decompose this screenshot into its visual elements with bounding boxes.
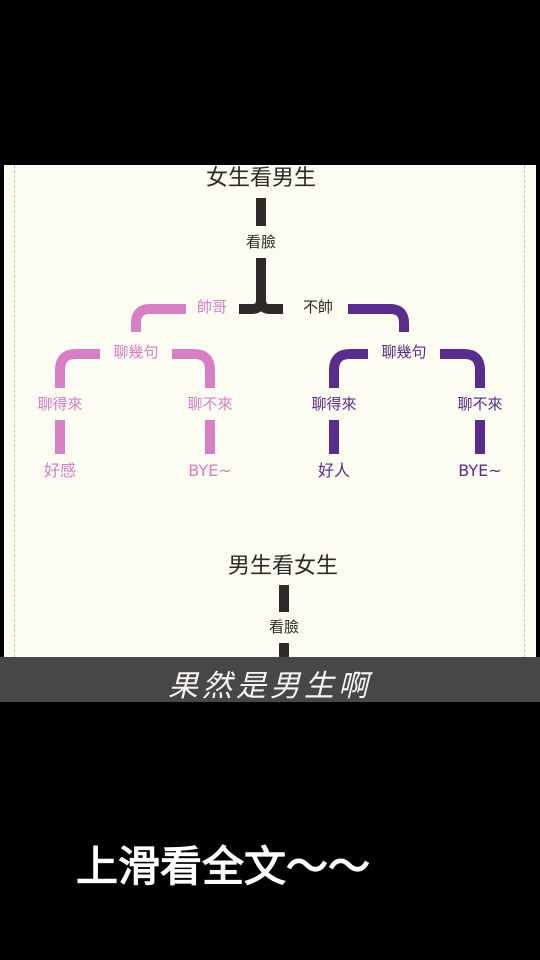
not-handsome-left-condition: 聊得來 (311, 395, 357, 413)
not-handsome-connector (348, 304, 409, 332)
caption-banner-text: 果然是男生啊 (168, 669, 372, 704)
not-handsome-label: 不帥 (302, 298, 334, 316)
top-root-label: 女生看男生 (205, 166, 317, 191)
handsome-left-outcome: 好感 (43, 461, 77, 480)
swipe-up-prompt[interactable]: 上滑看全文～～ (76, 842, 371, 891)
caption-banner (0, 657, 540, 702)
top-look-label: 看臉 (245, 233, 277, 251)
handsome-label: 帥哥 (196, 298, 228, 316)
trunk-fork (239, 299, 283, 314)
not-handsome-chat-label: 聊幾句 (381, 343, 427, 361)
not-handsome-right-outcome: BYE~ (458, 461, 502, 480)
handsome-chat-label: 聊幾句 (113, 343, 159, 361)
panel-left-dashed-border (14, 165, 15, 657)
handsome-right-outcome: BYE~ (188, 461, 232, 480)
handsome-chat-right (172, 349, 215, 388)
diagram-panel (4, 165, 536, 657)
bottom-root-label: 男生看女生 (227, 554, 339, 579)
not-handsome-right-condition: 聊不來 (457, 395, 503, 413)
panel-right-dashed-border (524, 165, 525, 657)
not-handsome-left-outcome: 好人 (317, 461, 351, 480)
not-handsome-chat-left (329, 349, 368, 388)
handsome-chat-left (55, 349, 100, 388)
handsome-left-condition: 聊得來 (37, 395, 83, 413)
handsome-connector (131, 304, 186, 332)
bottom-look-label: 看臉 (268, 618, 300, 636)
not-handsome-chat-right (440, 349, 485, 388)
handsome-right-condition: 聊不來 (187, 395, 233, 413)
